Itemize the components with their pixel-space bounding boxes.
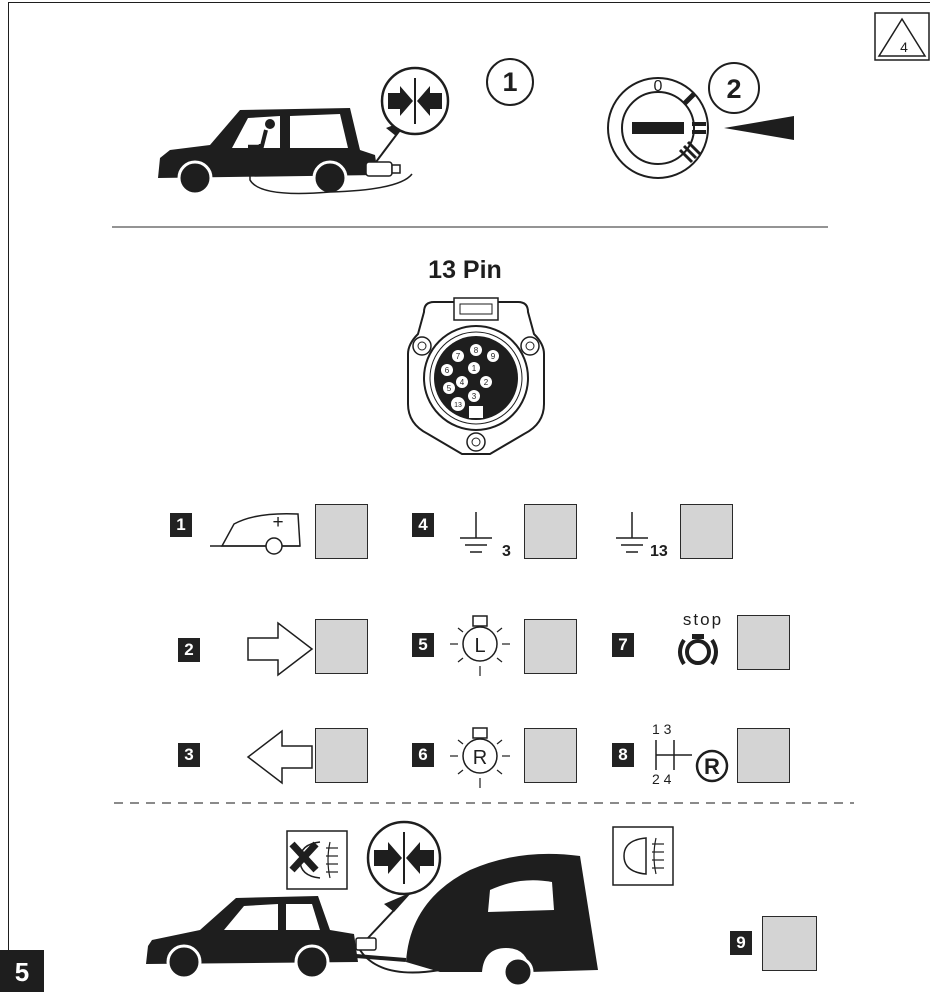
fog-light-icon — [612, 826, 674, 886]
dashed-divider — [114, 802, 854, 804]
check-cell-9[interactable] — [762, 916, 817, 971]
lamp-right-label: R — [473, 747, 487, 769]
ground-13-icon: 13 — [616, 512, 668, 560]
check-cell-3[interactable] — [315, 728, 368, 783]
step-1-label: 1 — [502, 67, 517, 97]
pin-3: 3 — [472, 392, 477, 401]
page-number: 5 — [0, 950, 44, 992]
reverse-letter: R — [704, 754, 720, 779]
step-2-circle: 2 — [708, 62, 760, 114]
pin-13: 13 — [454, 402, 462, 409]
connect-plug-bottom-icon — [366, 820, 442, 896]
svg-text:+: + — [272, 512, 283, 533]
check-cell-5[interactable] — [524, 619, 577, 674]
lamp-right-icon: R — [450, 727, 510, 788]
pin-6: 6 — [445, 366, 450, 375]
check-cell-6[interactable] — [524, 728, 577, 783]
corner-badge-number: 4 — [900, 39, 908, 55]
car-with-driver-icon — [158, 108, 413, 196]
ignition-switch-icon: 0 — [607, 77, 794, 179]
check-number-3: 3 — [178, 743, 200, 767]
connect-plug-icon — [380, 66, 450, 136]
step-1-circle: 1 — [486, 58, 534, 106]
arrow-left-icon — [246, 729, 313, 785]
check-number-1: 1 — [170, 513, 192, 537]
step-2-label: 2 — [726, 74, 741, 104]
check-cell-2[interactable] — [315, 619, 368, 674]
lamp-left-icon: L — [450, 615, 510, 676]
trailer-plus-icon: + — [210, 512, 301, 555]
check-cell-1[interactable] — [315, 504, 368, 559]
check-number-9: 9 — [730, 931, 752, 955]
pin-7: 7 — [456, 352, 461, 361]
gear-bottom-label: 2 4 — [652, 771, 672, 787]
page-frame — [8, 2, 930, 992]
pin-2: 2 — [484, 378, 489, 387]
check-number-2: 2 — [178, 638, 200, 662]
check-number-4: 4 — [412, 513, 434, 537]
stop-brake-icon: stop — [678, 610, 723, 666]
reverse-gear-icon: 1 3 2 4 R — [652, 721, 729, 787]
pin-1: 1 — [472, 364, 477, 373]
check-cell-4[interactable] — [524, 504, 577, 559]
check-number-5: 5 — [412, 633, 434, 657]
13-pin-socket-icon: 7 8 9 6 1 4 2 5 3 13 — [407, 297, 545, 455]
check-number-8: 8 — [612, 743, 634, 767]
arrow-right-icon — [247, 621, 314, 677]
pin-5: 5 — [447, 384, 452, 393]
fog-light-off-icon — [286, 830, 348, 890]
connector-title: 13 Pin — [428, 256, 502, 284]
check-cell-7[interactable] — [737, 615, 790, 670]
warning-triangle-icon: 4 — [874, 12, 930, 61]
lamp-left-label: L — [474, 635, 485, 657]
check-cell-ground-13[interactable] — [680, 504, 733, 559]
ground-3-icon: 3 — [460, 512, 511, 560]
check-number-6: 6 — [412, 743, 434, 767]
ground-3-label: 3 — [502, 543, 511, 560]
gear-top-label: 1 3 — [652, 721, 672, 737]
stop-label: stop — [683, 610, 723, 629]
car-with-trailer-icon — [146, 853, 598, 988]
check-number-7: 7 — [612, 633, 634, 657]
ignition-off-label: 0 — [654, 78, 663, 95]
section-divider — [112, 226, 828, 228]
check-cell-8[interactable] — [737, 728, 790, 783]
pin-4: 4 — [460, 378, 465, 387]
pin-9: 9 — [491, 352, 496, 361]
pin-8: 8 — [474, 346, 479, 355]
ground-13-label: 13 — [650, 543, 668, 560]
